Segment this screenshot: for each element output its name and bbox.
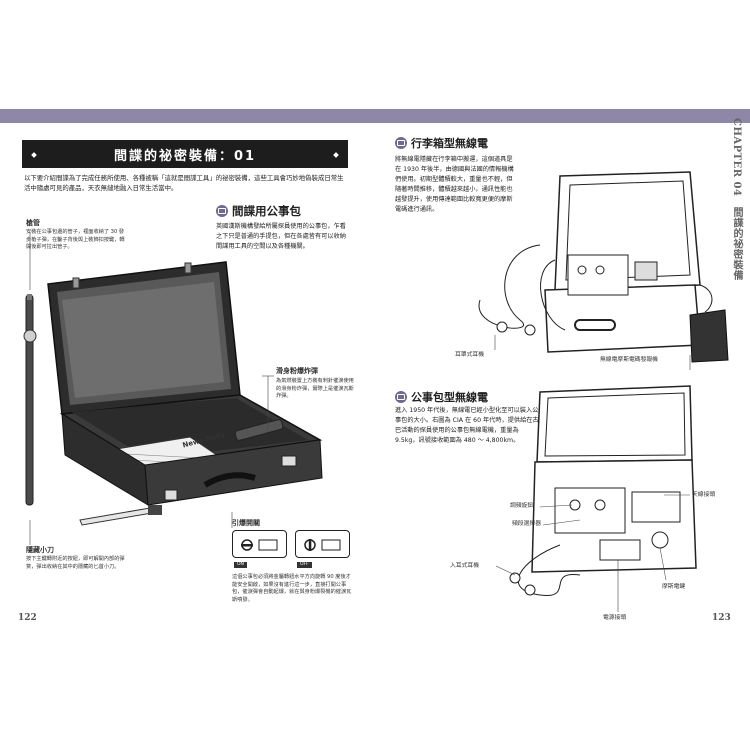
tuning-knob-label: 調頻旋鈕 [510,503,534,509]
morse-key-label: 摩斯電鍵 [662,584,686,590]
detonator-text: 這個公事包必須將金屬轉鈕水平方向旋轉 90 度後才能安全開啟，如果沒有進行這一步… [232,574,352,603]
telegraph-label: 無線電摩斯電碼發報機 [600,357,658,363]
in-ear-earphones-label: 入耳式耳機 [450,563,479,569]
section-title: 間諜用公事包 [232,204,301,218]
switch-off-diagram [295,530,350,558]
chapter-side-tab: CHAPTER 04 間諜的祕密裝備 [731,118,742,281]
earphones-label: 耳罩式耳機 [455,352,484,358]
detonator-title: 引爆開關 [232,519,260,527]
section-heading-suitcase-radio: 行李箱型無線電 [395,135,488,151]
briefcase-icon [216,205,228,217]
chapter-title: 間諜的祕密裝備：01 [22,140,348,168]
radio-icon [395,391,407,403]
section-title: 公事包型無線電 [411,391,488,404]
gun-barrel-text: 安裝在公事包邊的管子，裡面收納了 30 發步槍子彈，在鑿子背後與上裝飾扣按鍵，轉… [26,229,125,250]
switch-off-tag: OFF [297,562,312,568]
section-body: 進入 1950 年代後，無線電已經小型化至可以裝入公事包的大小。右圖為 CIA … [395,407,539,444]
header-band [0,109,750,123]
section-heading-briefcase: 間諜用公事包 [216,203,301,219]
tear-gas-text: 為氣燃裝置上方裝有刺針催淚使用的滑身粉炸彈，實際上是催淚瓦斯炸彈。 [276,378,354,399]
section-body: 英國漢斯機構發給所屬探員使用的公事包，乍看之下只是普通的手提包，但在各處皆有可以… [216,223,346,250]
antenna-label: 天線接頭 [692,492,716,498]
intro-paragraph: 以下要介紹間諜為了完成任務所使用、各種被稱「這就是間諜工具」的祕密裝備，這些工具… [24,174,344,192]
section-title: 行李箱型無線電 [411,137,488,150]
page-number-left: 122 [18,613,37,623]
page-number-right: 123 [712,613,731,623]
section-body: 將無線電隱藏在行李箱中搬運，這個道具是在 1930 年後半，由德國與法國的情報機… [395,156,514,213]
hidden-knife-title: 隱藏小刀 [26,546,54,554]
power-connector-label: 電源接頭 [603,615,627,621]
frequency-selector-label: 頻段選擇器 [512,521,541,527]
hidden-knife-text: 按下主鍵轉附近的按鈕，即可解開內部的彈簧，彈出收納在其中的隱藏的匕首小刀。 [26,556,125,570]
section-heading-briefcase-radio: 公事包型無線電 [395,389,488,405]
switch-on-diagram [232,530,287,558]
radio-icon [395,137,407,149]
gun-barrel-title: 槍管 [26,219,40,227]
tear-gas-title: 滑身粉爆炸彈 [276,367,318,375]
switch-on-tag: ON [234,562,247,568]
